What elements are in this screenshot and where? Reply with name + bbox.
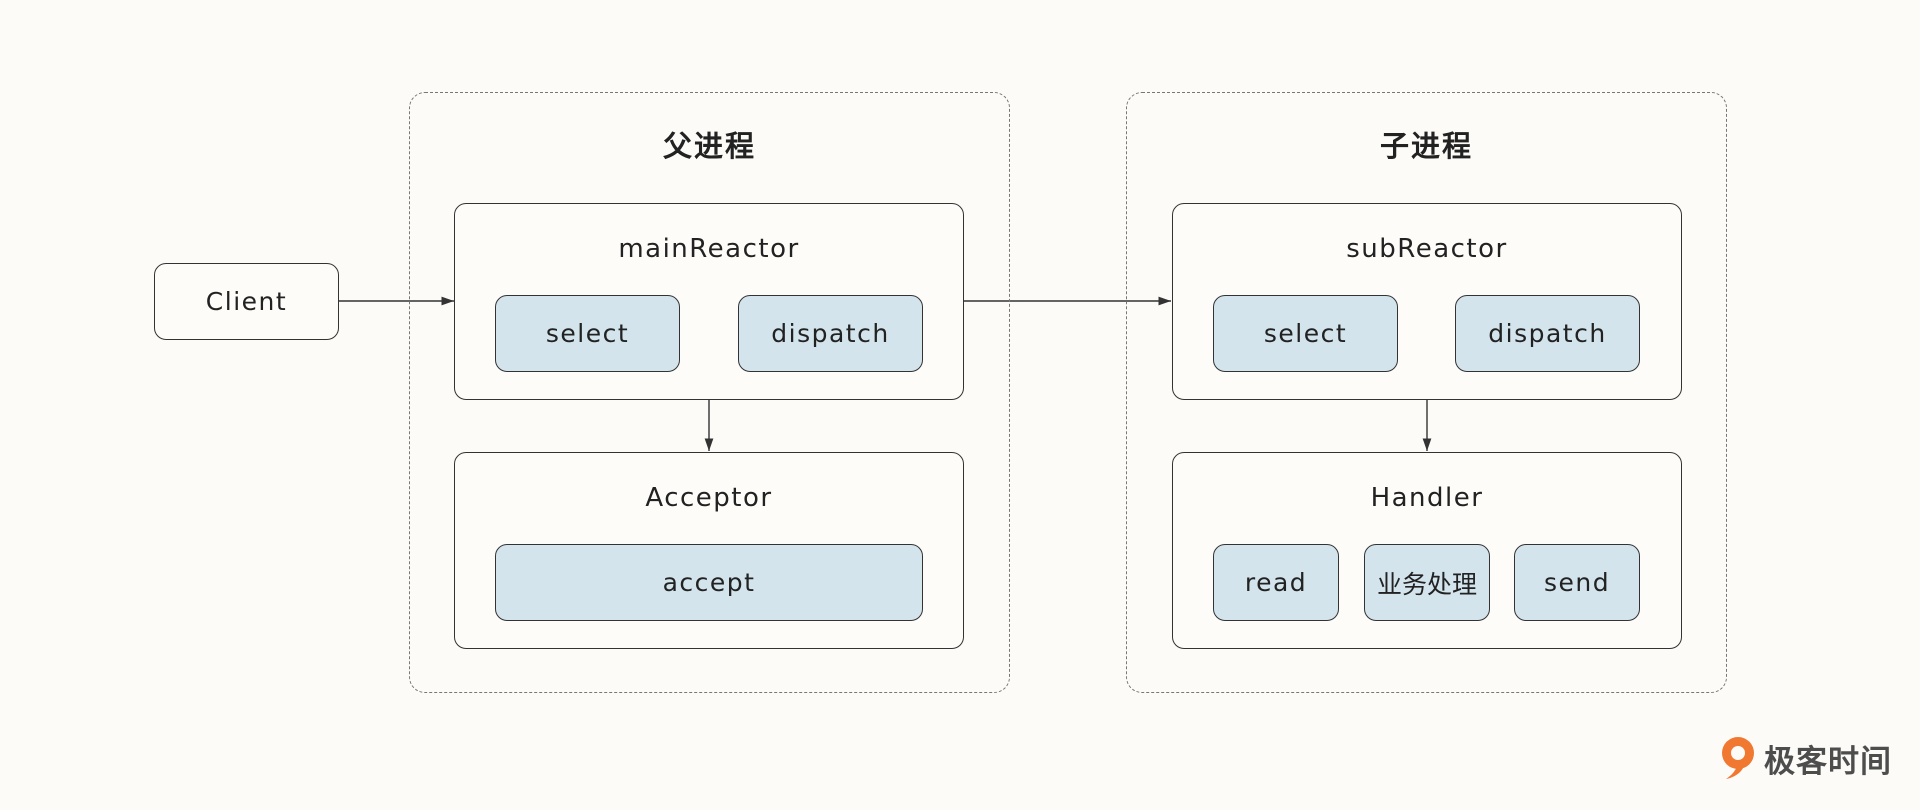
brand-logo: 极客时间 [1718, 735, 1892, 781]
handler-send-chip: send [1514, 544, 1640, 621]
client-node: Client [154, 263, 339, 340]
handler-send-label: send [1543, 568, 1611, 597]
brand-logo-icon [1722, 737, 1754, 779]
child-process-title: 子进程 [1379, 129, 1473, 163]
sub-reactor-dispatch-chip: dispatch [1455, 295, 1640, 372]
child-process-group: 子进程 [1126, 92, 1727, 693]
handler-read-label: read [1244, 568, 1308, 597]
handler-process-label: 业务处理 [1376, 569, 1477, 599]
handler-read-chip: read [1213, 544, 1339, 621]
sub-reactor-select-chip: select [1213, 295, 1398, 372]
sub-reactor-select-label: select [1263, 319, 1348, 348]
acceptor-accept-label: accept [662, 568, 756, 597]
sub-reactor-dispatch-label: dispatch [1488, 319, 1607, 348]
acceptor-title: Acceptor [645, 483, 773, 513]
main-reactor-dispatch-label: dispatch [771, 319, 890, 348]
parent-process-group: 父进程 [409, 92, 1010, 693]
main-reactor-select-chip: select [495, 295, 680, 372]
client-label: Client [205, 287, 288, 316]
sub-reactor-title: subReactor [1346, 234, 1508, 264]
parent-process-title: 父进程 [662, 129, 756, 163]
handler-title: Handler [1370, 483, 1484, 513]
acceptor-accept-chip: accept [495, 544, 923, 621]
main-reactor-dispatch-chip: dispatch [738, 295, 923, 372]
main-reactor-select-label: select [545, 319, 630, 348]
main-reactor-title: mainReactor [618, 234, 800, 264]
brand-logo-text: 极客时间 [1764, 743, 1892, 780]
handler-process-chip: 业务处理 [1364, 544, 1490, 621]
